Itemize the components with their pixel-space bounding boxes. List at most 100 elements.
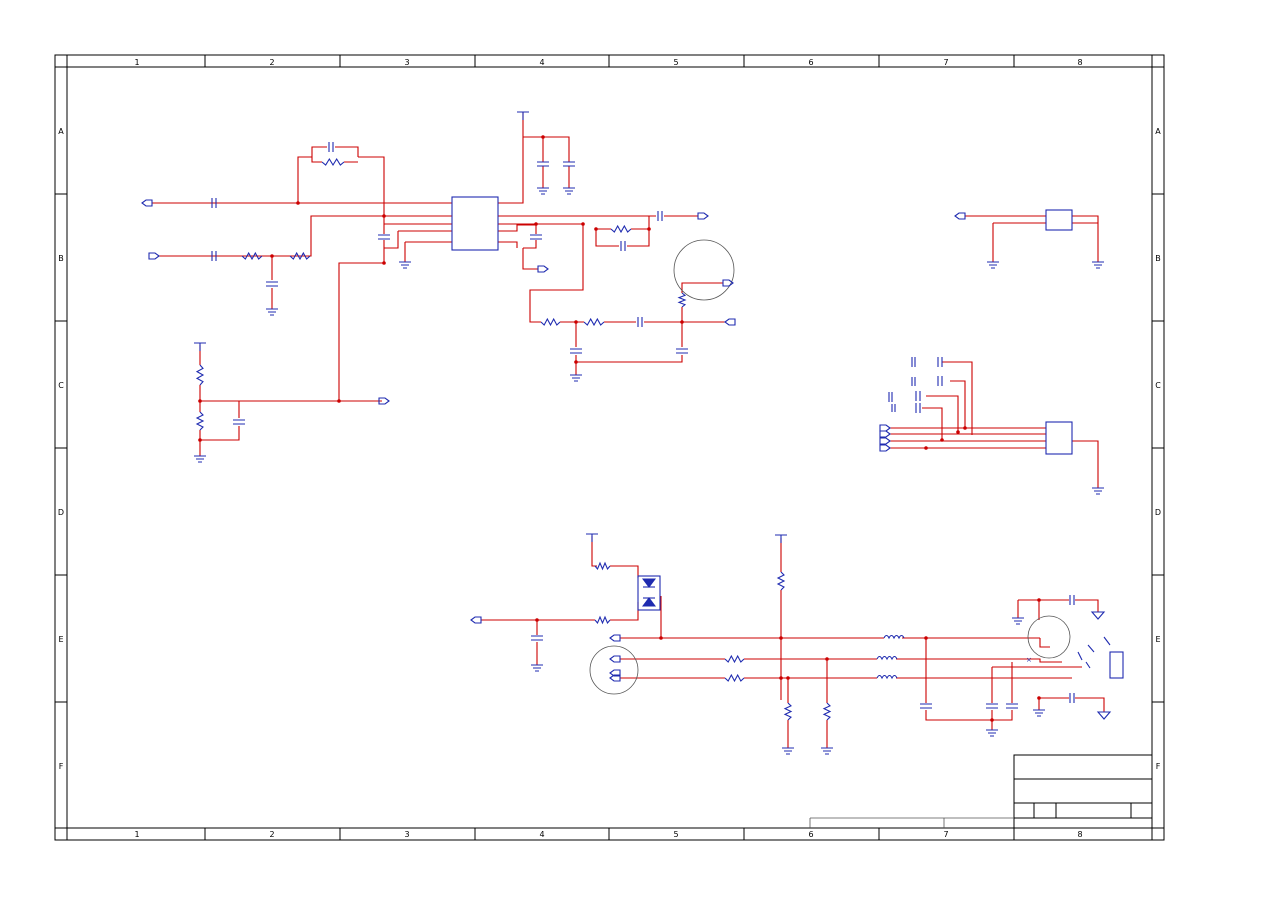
junction-dot xyxy=(940,438,944,442)
capacitor-icon xyxy=(937,357,943,367)
junction-dot xyxy=(198,438,202,442)
capacitor-icon xyxy=(378,234,390,240)
col-label-8: 8 xyxy=(1077,58,1082,67)
junction-dot xyxy=(382,214,386,218)
connector-j3 xyxy=(1027,615,1071,659)
port-icon xyxy=(697,212,709,220)
port-icon xyxy=(537,265,549,273)
ground-icon xyxy=(782,747,794,755)
row-label-a-right: A xyxy=(1155,127,1161,136)
ferrite-bead-icon xyxy=(883,634,905,640)
port-icon xyxy=(148,252,160,260)
capacitor-icon xyxy=(620,241,626,251)
row-label-e-right: E xyxy=(1155,635,1160,644)
ground-icon xyxy=(194,455,206,463)
ground-icon xyxy=(1092,487,1104,495)
capacitor-icon xyxy=(266,281,278,287)
power-rail-icon xyxy=(517,111,529,120)
junction-dot xyxy=(296,201,300,205)
column-labels-top: 1 2 3 4 5 6 7 8 xyxy=(134,58,1082,67)
ground-icon xyxy=(1012,617,1024,625)
capacitor-icon xyxy=(211,198,217,208)
col-label-7: 7 xyxy=(943,58,948,67)
power-rail-icon xyxy=(775,534,787,543)
port-icon xyxy=(609,674,621,682)
capacitor-icon xyxy=(986,703,998,709)
ic-u3 xyxy=(1045,421,1073,455)
ground-icon xyxy=(987,261,999,269)
resistor-icon xyxy=(677,292,687,308)
resistor-icon xyxy=(195,411,205,431)
row-label-a: A xyxy=(58,127,64,136)
capacitor-icon xyxy=(531,635,543,641)
col-label-4: 4 xyxy=(539,58,544,67)
port-icon xyxy=(724,318,736,326)
junction-dot xyxy=(659,636,663,640)
port-icon xyxy=(954,212,966,220)
junction-dot xyxy=(1037,598,1041,602)
ground-icon xyxy=(537,187,549,195)
power-rails xyxy=(194,111,787,543)
col-label-1: 1 xyxy=(134,58,139,67)
port-icon xyxy=(378,397,390,405)
resistor-icon xyxy=(822,702,832,721)
junction-dot xyxy=(825,657,829,661)
ic-u1 xyxy=(451,196,499,251)
connector-pin-marks xyxy=(1077,636,1111,669)
junction-dot xyxy=(594,227,598,231)
col-label-6: 6 xyxy=(808,58,813,67)
resistor-icon xyxy=(540,317,561,327)
junction-dot xyxy=(924,636,928,640)
resistor-icon xyxy=(289,251,311,261)
port-icon xyxy=(609,634,621,642)
row-label-c: C xyxy=(58,381,64,390)
junction-dot xyxy=(956,430,960,434)
col-label-8-bottom: 8 xyxy=(1077,830,1082,839)
capacitor-icon xyxy=(233,419,245,425)
col-label-5-bottom: 5 xyxy=(673,830,678,839)
ferrite-beads xyxy=(876,634,905,680)
title-block xyxy=(809,754,1153,829)
junction-dot xyxy=(541,135,545,139)
capacitor-icon xyxy=(1069,595,1075,605)
ground-icon xyxy=(399,261,411,269)
col-label-3-bottom: 3 xyxy=(404,830,409,839)
junction-dot xyxy=(574,320,578,324)
capacitor-icon xyxy=(937,376,943,386)
capacitor-icon xyxy=(915,403,921,413)
port-icon xyxy=(879,444,891,452)
ground-icon xyxy=(1092,261,1104,269)
col-label-2: 2 xyxy=(269,58,274,67)
chassis-ground-icon xyxy=(1096,711,1112,720)
col-label-3: 3 xyxy=(404,58,409,67)
junction-dot xyxy=(680,320,684,324)
resistor-icon xyxy=(594,561,611,571)
row-labels-right: A B C D E F xyxy=(1155,127,1161,771)
column-labels-bottom: 1 2 3 4 5 6 7 8 xyxy=(134,830,1082,839)
col-label-7-bottom: 7 xyxy=(943,830,948,839)
resistor-icon xyxy=(783,702,793,721)
row-labels-left: A B C D E F xyxy=(58,127,64,771)
row-label-c-right: C xyxy=(1155,381,1161,390)
capacitor-icon xyxy=(915,391,921,401)
junction-dot xyxy=(337,399,341,403)
power-rail-icon xyxy=(194,342,206,351)
junction-dot xyxy=(574,360,578,364)
resistor-icon xyxy=(594,615,611,625)
ground-icon xyxy=(531,664,543,672)
junction-dot xyxy=(786,676,790,680)
junction-dot xyxy=(534,222,538,226)
components: × xyxy=(141,111,1124,755)
ground-icon xyxy=(563,187,575,195)
column-dividers xyxy=(66,55,1153,840)
capacitor-icon xyxy=(1006,703,1018,709)
ground-symbols xyxy=(194,187,1104,755)
junction-dot xyxy=(198,399,202,403)
chassis-ground-icon xyxy=(1090,611,1106,620)
ground-icon xyxy=(821,747,833,755)
resistor-icon xyxy=(724,654,745,664)
ic-u2 xyxy=(1045,209,1073,231)
connector-j1 xyxy=(673,239,735,301)
connector-j2 xyxy=(589,645,639,695)
